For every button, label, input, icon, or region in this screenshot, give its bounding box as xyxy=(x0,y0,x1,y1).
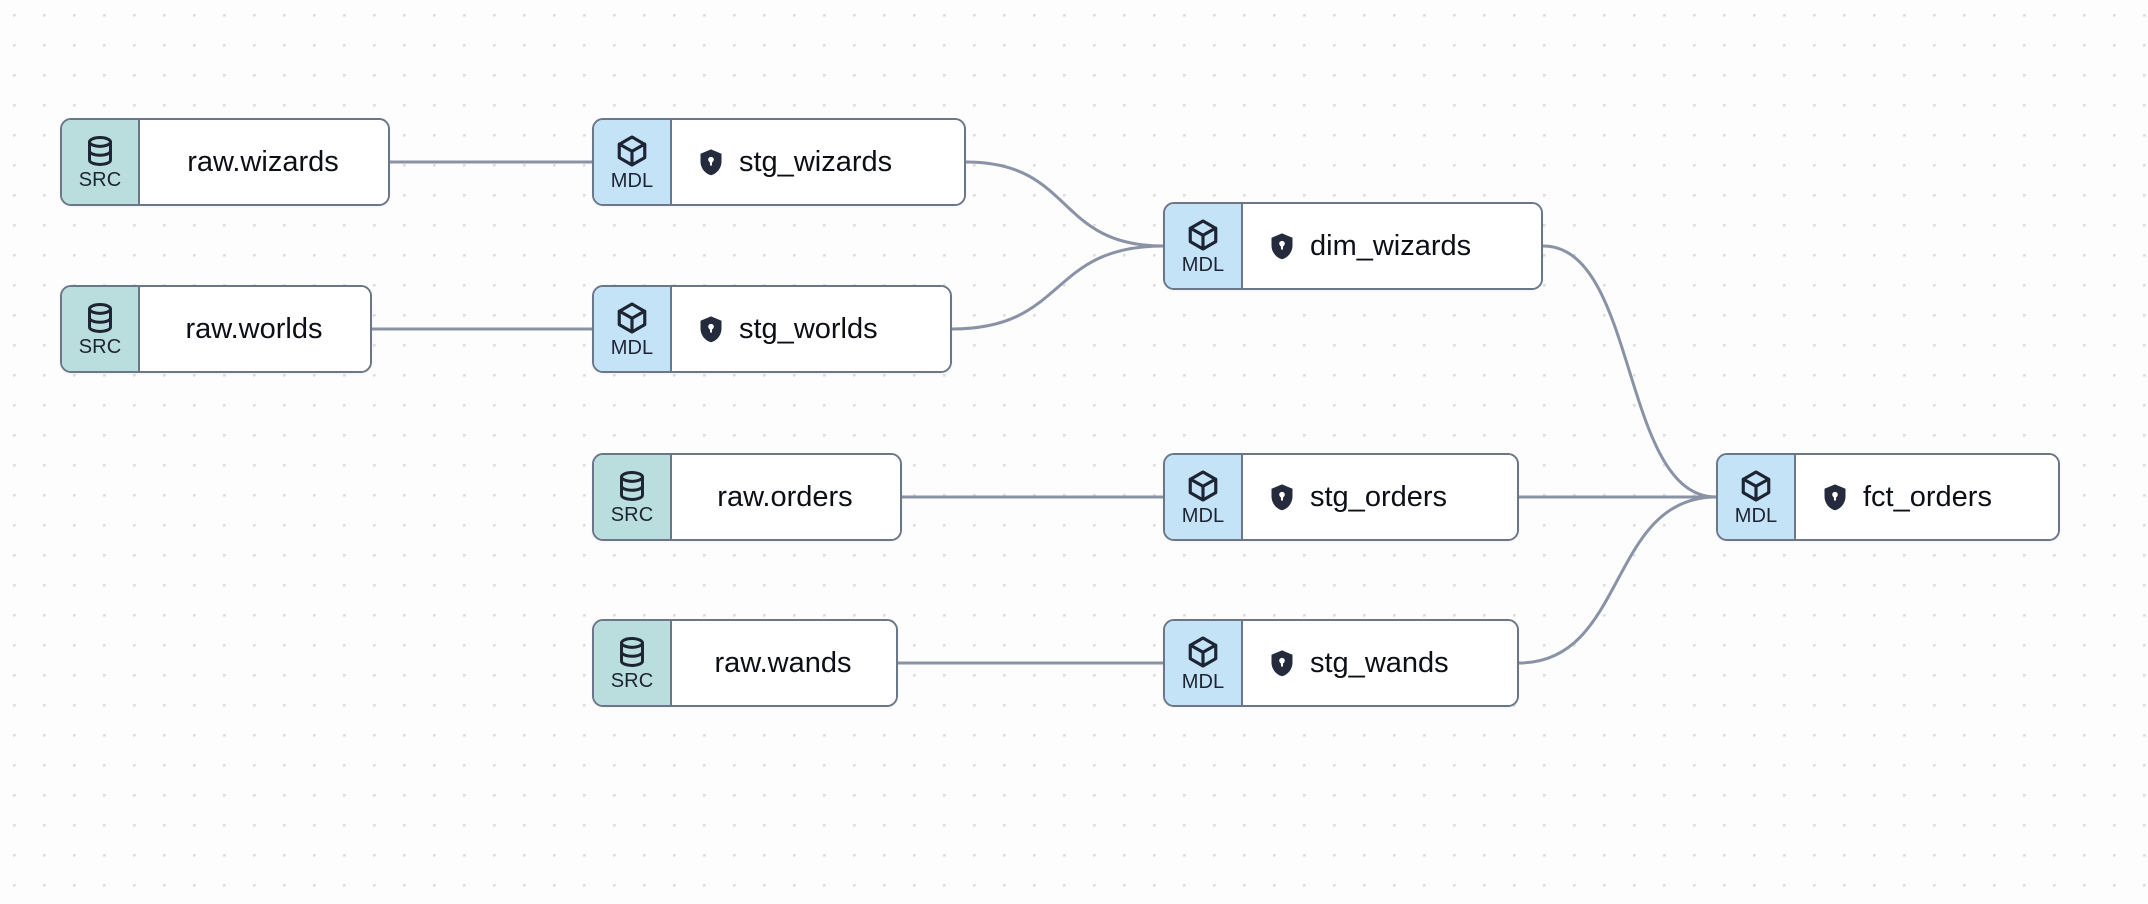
node-body[interactable]: fct_orders xyxy=(1796,455,2058,539)
lineage-edge-stg_worlds-to-dim_wizards xyxy=(950,244,1165,331)
node-type-label: SRC xyxy=(78,335,122,358)
node-label-raw_orders: raw.orders xyxy=(717,481,853,513)
node-type-label: MDL xyxy=(1181,670,1225,693)
node-body[interactable]: stg_wizards xyxy=(672,120,964,204)
lineage-node-stg_worlds[interactable]: MDL stg_worlds xyxy=(592,285,952,373)
shield-lock-icon xyxy=(696,147,726,177)
lineage-node-fct_orders[interactable]: MDL fct_orders xyxy=(1716,453,2060,541)
database-icon xyxy=(83,301,117,335)
node-type-badge-mdl: MDL xyxy=(1165,204,1243,288)
lineage-edge-stg_wands-to-fct_orders xyxy=(1517,495,1718,665)
node-body[interactable]: dim_wizards xyxy=(1243,204,1541,288)
shield-lock-icon xyxy=(696,314,726,344)
lineage-node-raw_worlds[interactable]: SRC raw.worlds xyxy=(60,285,372,373)
node-type-label: MDL xyxy=(1181,253,1225,276)
node-type-badge-mdl: MDL xyxy=(1718,455,1796,539)
cube-icon xyxy=(1185,217,1221,253)
node-body[interactable]: stg_wands xyxy=(1243,621,1517,705)
node-label-raw_wands: raw.wands xyxy=(714,647,852,679)
node-body[interactable]: raw.wands xyxy=(672,621,896,705)
node-type-badge-src: SRC xyxy=(62,120,140,204)
shield-lock-icon xyxy=(1820,482,1850,512)
node-type-badge-src: SRC xyxy=(594,621,672,705)
node-type-badge-mdl: MDL xyxy=(594,287,672,371)
node-body[interactable]: raw.worlds xyxy=(140,287,370,371)
node-label-stg_wizards: stg_wizards xyxy=(739,146,893,178)
database-icon xyxy=(615,635,649,669)
node-type-badge-src: SRC xyxy=(594,455,672,539)
database-icon xyxy=(615,469,649,503)
database-icon xyxy=(83,134,117,168)
lineage-node-stg_wizards[interactable]: MDL stg_wizards xyxy=(592,118,966,206)
node-body[interactable]: stg_worlds xyxy=(672,287,950,371)
shield-lock-icon xyxy=(1267,231,1297,261)
cube-icon xyxy=(614,300,650,336)
node-label-stg_orders: stg_orders xyxy=(1310,481,1448,513)
node-type-label: SRC xyxy=(610,669,654,692)
shield-lock-icon xyxy=(1267,648,1297,678)
node-type-badge-mdl: MDL xyxy=(1165,455,1243,539)
node-type-label: MDL xyxy=(1181,504,1225,527)
node-type-badge-src: SRC xyxy=(62,287,140,371)
lineage-node-dim_wizards[interactable]: MDL dim_wizards xyxy=(1163,202,1543,290)
node-type-badge-mdl: MDL xyxy=(1165,621,1243,705)
lineage-edge-dim_wizards-to-fct_orders xyxy=(1541,244,1718,499)
node-type-label: SRC xyxy=(78,168,122,191)
node-label-raw_worlds: raw.worlds xyxy=(185,313,323,345)
node-type-badge-mdl: MDL xyxy=(594,120,672,204)
node-type-label: MDL xyxy=(1734,504,1778,527)
node-type-label: MDL xyxy=(610,336,654,359)
cube-icon xyxy=(614,133,650,169)
shield-lock-icon xyxy=(1267,482,1297,512)
node-label-fct_orders: fct_orders xyxy=(1863,481,1992,513)
node-body[interactable]: stg_orders xyxy=(1243,455,1517,539)
cube-icon xyxy=(1185,634,1221,670)
node-body[interactable]: raw.orders xyxy=(672,455,900,539)
node-type-label: MDL xyxy=(610,169,654,192)
node-body[interactable]: raw.wizards xyxy=(140,120,388,204)
lineage-node-raw_orders[interactable]: SRC raw.orders xyxy=(592,453,902,541)
lineage-edge-stg_wizards-to-dim_wizards xyxy=(964,160,1165,248)
cube-icon xyxy=(1185,468,1221,504)
node-label-stg_worlds: stg_worlds xyxy=(739,313,878,345)
lineage-node-raw_wizards[interactable]: SRC raw.wizards xyxy=(60,118,390,206)
node-label-stg_wands: stg_wands xyxy=(1310,647,1449,679)
node-label-dim_wizards: dim_wizards xyxy=(1310,230,1472,262)
lineage-node-stg_orders[interactable]: MDL stg_orders xyxy=(1163,453,1519,541)
cube-icon xyxy=(1738,468,1774,504)
lineage-node-raw_wands[interactable]: SRC raw.wands xyxy=(592,619,898,707)
lineage-node-stg_wands[interactable]: MDL stg_wands xyxy=(1163,619,1519,707)
node-type-label: SRC xyxy=(610,503,654,526)
node-label-raw_wizards: raw.wizards xyxy=(187,146,339,178)
